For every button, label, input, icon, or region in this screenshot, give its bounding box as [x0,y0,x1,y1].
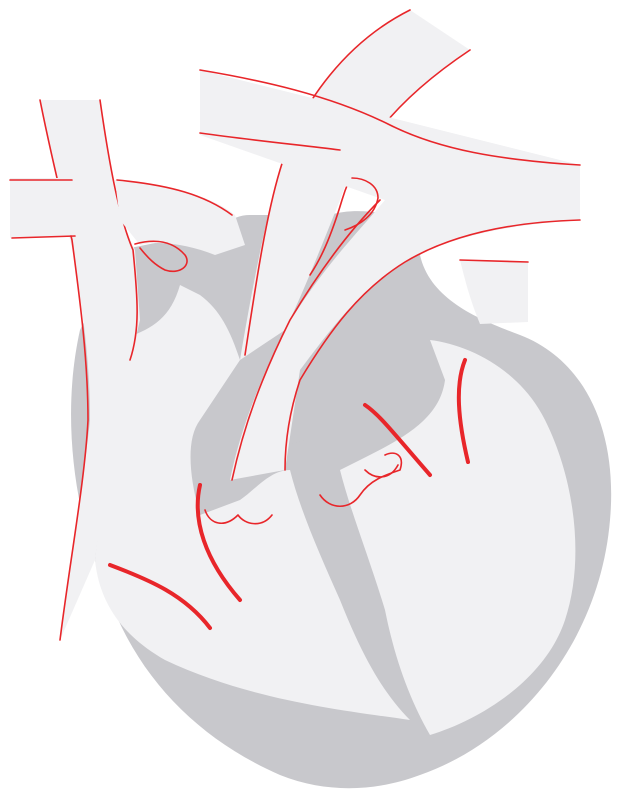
left-pulmonary-vessel [10,178,78,238]
